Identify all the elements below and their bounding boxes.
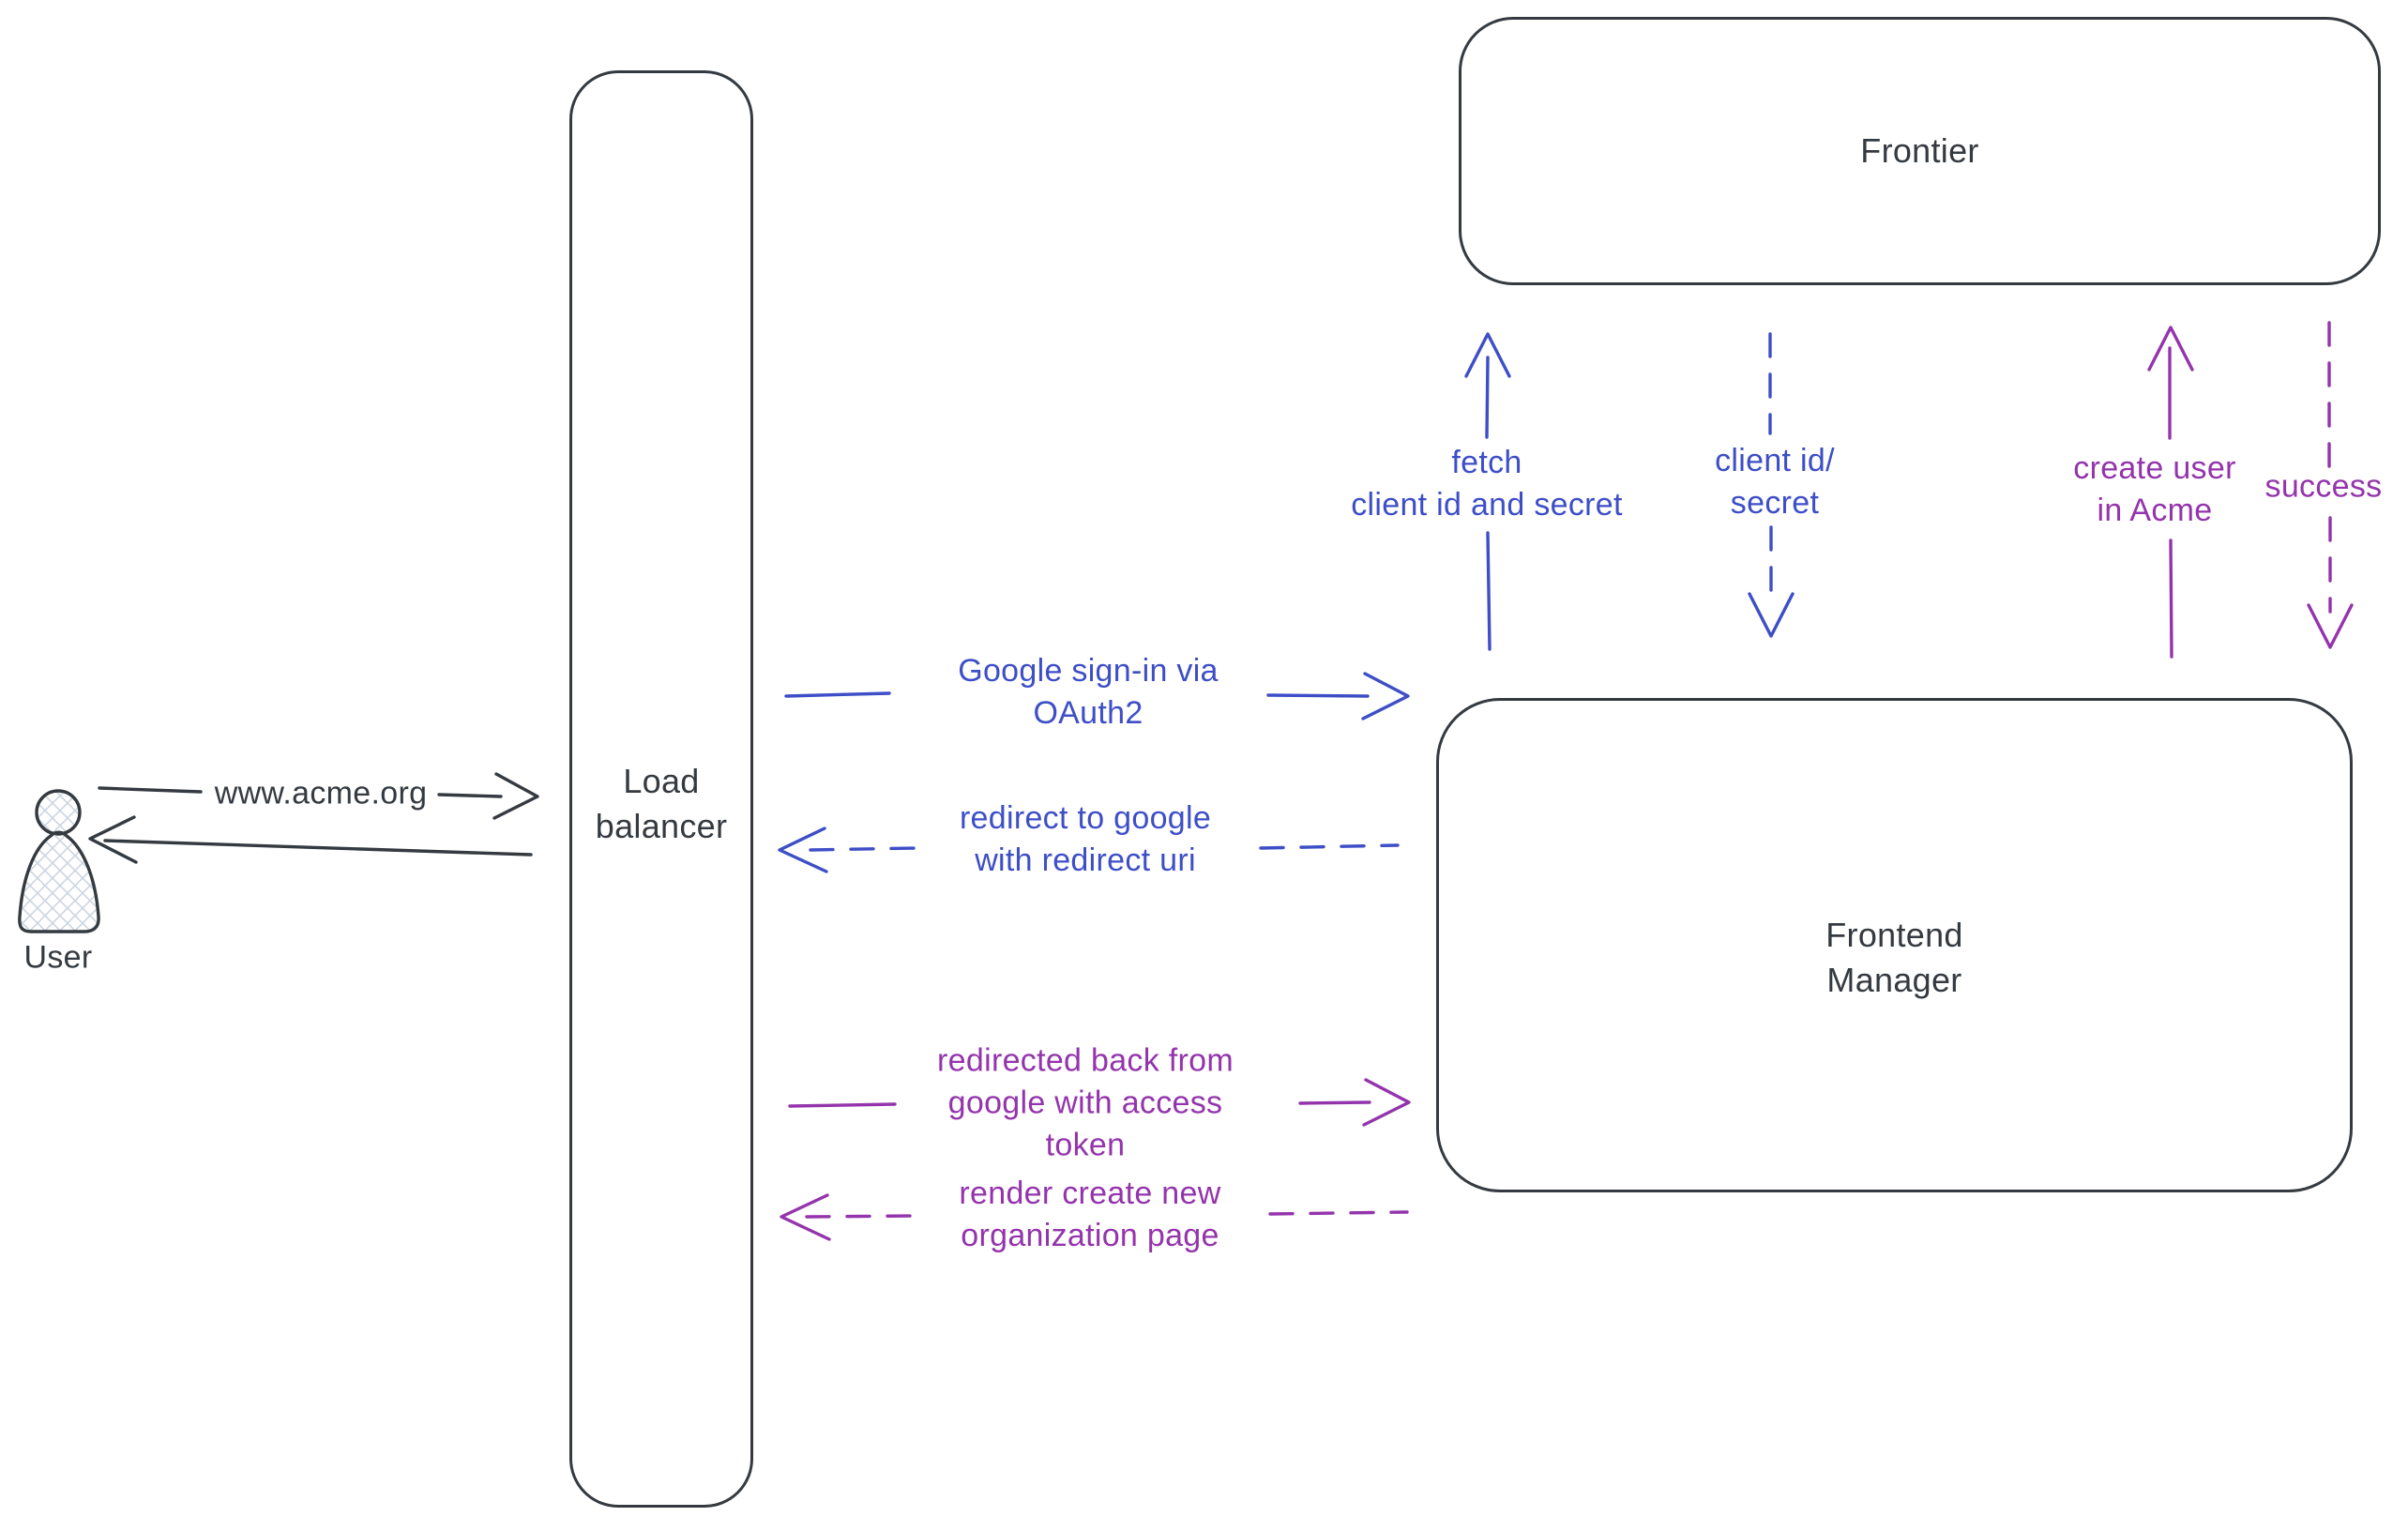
arrowhead-up — [1464, 332, 1511, 378]
arrow-shaft — [809, 846, 917, 852]
arrow-shaft — [1266, 693, 1370, 698]
arrowhead-up — [2147, 326, 2194, 372]
node-frontend-manager[interactable]: Frontend Manager — [1436, 698, 2353, 1192]
arrow-shaft — [784, 691, 891, 698]
arrowhead-down — [1748, 592, 1795, 638]
arrow-shaft — [1298, 1100, 1371, 1105]
arrowhead-left — [778, 827, 828, 873]
arrowhead-left — [780, 1193, 831, 1241]
user-body — [18, 830, 100, 933]
frontend-manager-label: Frontend Manager — [1825, 915, 1963, 999]
arrow-render-page[interactable] — [780, 1193, 1409, 1241]
arrow-www-acme-request[interactable] — [98, 772, 539, 820]
arrow-shaft — [103, 839, 533, 857]
arrow-shaft — [1485, 356, 1490, 439]
arrow-fetch-secret[interactable] — [1464, 332, 1511, 651]
arrow-redirected-back[interactable] — [788, 1078, 1411, 1127]
arrow-redirect-google[interactable] — [778, 827, 1400, 873]
arrow-success[interactable] — [2307, 321, 2354, 649]
arrow-shaft — [2169, 538, 2173, 659]
arrow-shaft — [437, 793, 503, 798]
edge-label-fetch-secret[interactable]: fetch client id and secret — [1351, 445, 1623, 523]
edge-label-render-page[interactable]: render create new organization page — [959, 1176, 1221, 1253]
edge-label-google-signin[interactable]: Google sign-in via OAuth2 — [958, 653, 1219, 731]
edge-label-client-id-secret[interactable]: client id/ secret — [1715, 443, 1835, 521]
arrow-shaft — [98, 786, 203, 794]
node-user-label[interactable]: User — [23, 939, 93, 976]
arrow-client-id-secret[interactable] — [1748, 332, 1795, 638]
arrow-acme-response[interactable] — [88, 815, 533, 864]
edge-label-www-acme[interactable]: www.acme.org — [214, 775, 428, 812]
arrowhead-right — [1362, 1078, 1411, 1127]
load-balancer-label: Load balancer — [595, 762, 728, 845]
arrow-google-signin[interactable] — [784, 672, 1410, 720]
arrowhead-right — [1361, 672, 1410, 720]
edge-label-success[interactable]: success — [2264, 468, 2383, 505]
arrow-create-user[interactable] — [2147, 326, 2194, 659]
edge-label-redirected-back[interactable]: redirected back from google with access … — [937, 1042, 1234, 1163]
edge-label-redirect-google[interactable]: redirect to google with redirect uri — [959, 800, 1212, 878]
arrow-shaft — [1259, 843, 1400, 850]
edge-label-create-user[interactable]: create user in Acme — [2073, 450, 2236, 528]
arrow-shaft — [788, 1102, 897, 1108]
node-load-balancer[interactable]: Load balancer — [569, 70, 753, 1508]
node-frontier[interactable]: Frontier — [1459, 17, 2381, 285]
arrow-shaft — [1268, 1210, 1409, 1216]
arrowhead-right — [492, 772, 539, 820]
frontier-label: Frontier — [1860, 131, 1979, 171]
arrowhead-left — [88, 815, 138, 864]
arrow-shaft — [805, 1214, 917, 1219]
user-head — [35, 789, 82, 836]
user-person-icon[interactable] — [18, 789, 100, 933]
arrowhead-down — [2307, 603, 2354, 649]
arrow-shaft — [1486, 531, 1492, 651]
